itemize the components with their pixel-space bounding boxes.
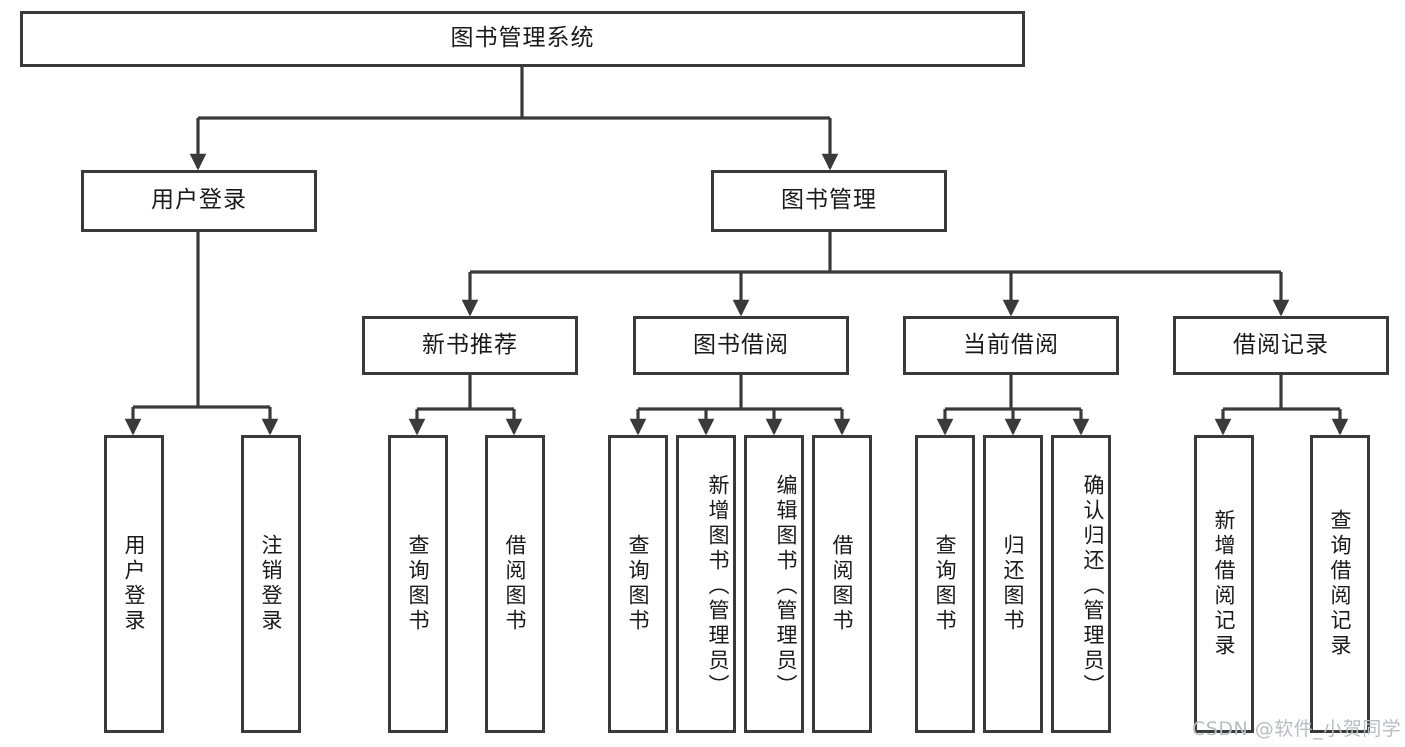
node-leaf-confirm-return-label: 确认归还（管理员） [1081, 473, 1105, 699]
node-book-borrow-label: 图书借阅 [693, 331, 789, 358]
node-leaf-query-book-2[interactable]: 查询图书 [608, 435, 668, 733]
node-leaf-query-book-3-label: 查询图书 [933, 534, 957, 634]
node-new-book-recommend[interactable]: 新书推荐 [362, 316, 578, 375]
node-leaf-user-login[interactable]: 用户登录 [104, 435, 164, 733]
node-user-login-label: 用户登录 [151, 187, 247, 214]
watermark: CSDN @软件_小贺同学 [1192, 718, 1402, 740]
node-leaf-user-logout-label: 注销登录 [259, 534, 283, 634]
node-leaf-query-record-label: 查询借阅记录 [1328, 509, 1352, 659]
node-book-manage[interactable]: 图书管理 [711, 170, 947, 232]
node-leaf-edit-book-label: 编辑图书（管理员） [774, 473, 798, 699]
node-root[interactable]: 图书管理系统 [20, 11, 1025, 67]
node-leaf-query-book-1-label: 查询图书 [406, 534, 430, 634]
node-current-borrow-label: 当前借阅 [963, 331, 1059, 358]
node-current-borrow[interactable]: 当前借阅 [903, 316, 1119, 375]
node-leaf-add-record-label: 新增借阅记录 [1212, 509, 1236, 659]
node-leaf-borrow-book-1-label: 借阅图书 [503, 534, 527, 634]
node-leaf-add-record[interactable]: 新增借阅记录 [1194, 435, 1254, 733]
node-leaf-return-book-label: 归还图书 [1001, 534, 1025, 634]
node-borrow-record[interactable]: 借阅记录 [1173, 316, 1389, 375]
node-leaf-return-book[interactable]: 归还图书 [983, 435, 1043, 733]
node-leaf-user-login-label: 用户登录 [122, 534, 146, 634]
node-book-manage-label: 图书管理 [781, 187, 877, 214]
node-root-label: 图书管理系统 [450, 25, 595, 52]
node-leaf-borrow-book-2[interactable]: 借阅图书 [812, 435, 872, 733]
node-leaf-add-book-label: 新增图书（管理员） [706, 473, 730, 699]
node-leaf-query-book-2-label: 查询图书 [626, 534, 650, 634]
node-leaf-add-book[interactable]: 新增图书（管理员） [676, 435, 736, 733]
node-borrow-record-label: 借阅记录 [1233, 331, 1329, 358]
node-leaf-user-logout[interactable]: 注销登录 [241, 435, 301, 733]
node-book-borrow[interactable]: 图书借阅 [633, 316, 849, 375]
node-user-login[interactable]: 用户登录 [81, 170, 317, 232]
node-leaf-edit-book[interactable]: 编辑图书（管理员） [744, 435, 804, 733]
node-leaf-borrow-book-2-label: 借阅图书 [830, 534, 854, 634]
node-new-book-recommend-label: 新书推荐 [422, 331, 518, 358]
node-leaf-query-book-3[interactable]: 查询图书 [915, 435, 975, 733]
node-leaf-borrow-book-1[interactable]: 借阅图书 [485, 435, 545, 733]
node-leaf-query-record[interactable]: 查询借阅记录 [1310, 435, 1370, 733]
node-leaf-confirm-return[interactable]: 确认归还（管理员） [1051, 435, 1111, 733]
node-leaf-query-book-1[interactable]: 查询图书 [388, 435, 448, 733]
